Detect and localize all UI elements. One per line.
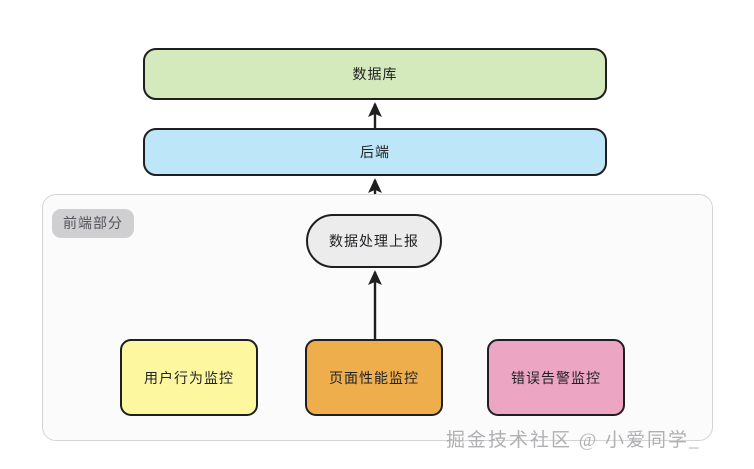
- node-database[interactable]: 数据库: [143, 48, 607, 100]
- node-backend[interactable]: 后端: [143, 128, 607, 176]
- watermark-text: 掘金技术社区 @ 小爱同学_: [446, 430, 701, 451]
- node-page-performance-monitoring[interactable]: 页面性能监控: [305, 339, 443, 416]
- node-error-alert-monitoring[interactable]: 错误告警监控: [487, 339, 625, 416]
- subgraph-frontend-label: 前端部分: [52, 209, 134, 238]
- node-data-processing-report[interactable]: 数据处理上报: [306, 214, 442, 268]
- node-user-behavior-monitoring[interactable]: 用户行为监控: [120, 339, 258, 416]
